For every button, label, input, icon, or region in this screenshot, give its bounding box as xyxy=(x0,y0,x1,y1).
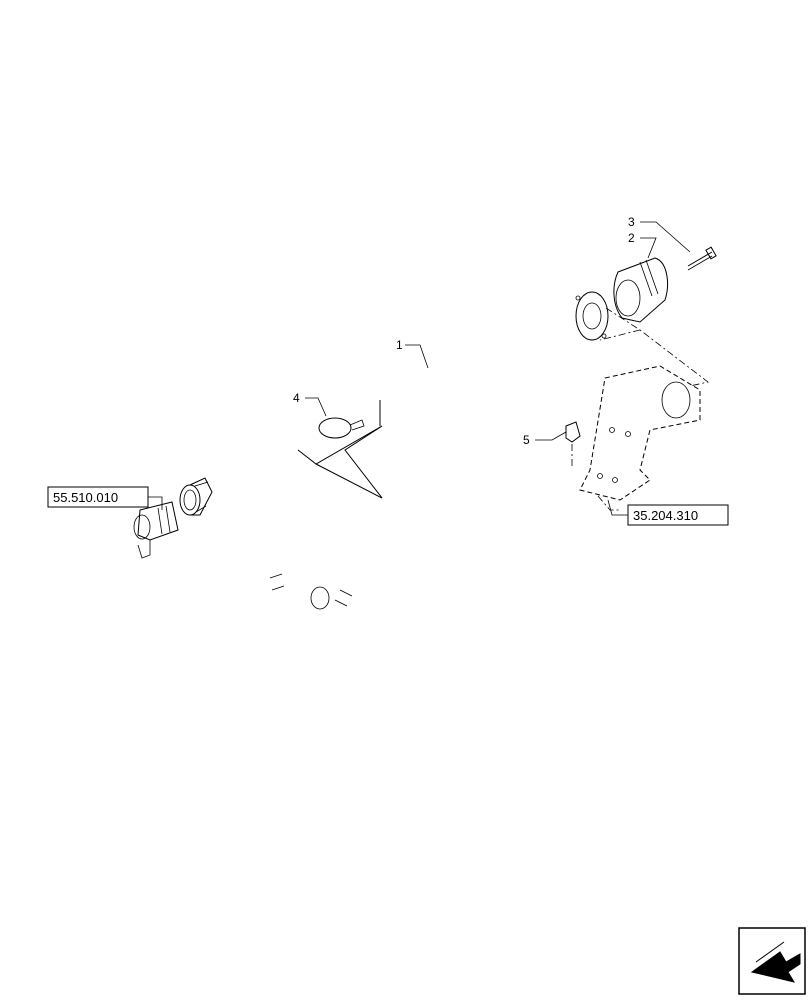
leader-lines xyxy=(148,221,691,516)
fitting xyxy=(565,421,581,468)
harness-connector xyxy=(179,477,213,516)
reference-left-text: 55.510.010 xyxy=(53,490,118,505)
assembly-lines xyxy=(597,307,709,511)
reference-box-left[interactable]: 55.510.010 xyxy=(47,486,149,508)
callout-2: 2 xyxy=(628,231,635,245)
connector-cover xyxy=(613,257,668,323)
mounting-bracket xyxy=(579,365,701,501)
callout-5: 5 xyxy=(523,433,530,447)
callout-1: 1 xyxy=(396,338,403,352)
callout-4: 4 xyxy=(293,391,300,405)
reference-box-right[interactable]: 35.204.310 xyxy=(627,504,729,526)
next-page-arrow-icon[interactable] xyxy=(738,927,806,995)
mating-socket xyxy=(133,501,179,559)
callout-3: 3 xyxy=(628,215,635,229)
screw xyxy=(687,246,717,271)
flange-plug xyxy=(575,291,609,341)
cable-tie xyxy=(297,400,383,499)
reference-right-text: 35.204.310 xyxy=(633,508,698,523)
wire-harness xyxy=(203,318,587,634)
